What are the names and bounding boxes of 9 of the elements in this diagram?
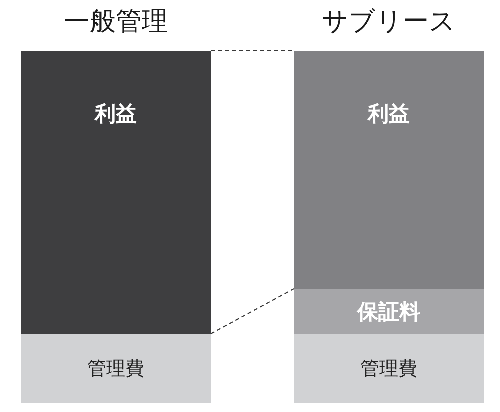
column-heading: サブリース [321, 7, 457, 37]
dashed-line [211, 50, 294, 52]
dashed-line [210, 288, 294, 334]
bar-segment: 利益 [294, 51, 484, 289]
bar-segment: 管理費 [294, 334, 484, 403]
bar-segment: 保証料 [294, 289, 484, 334]
bar-segment: 管理費 [21, 334, 211, 403]
column-heading: 一般管理 [63, 7, 169, 37]
bar-segment: 利益 [21, 51, 211, 334]
